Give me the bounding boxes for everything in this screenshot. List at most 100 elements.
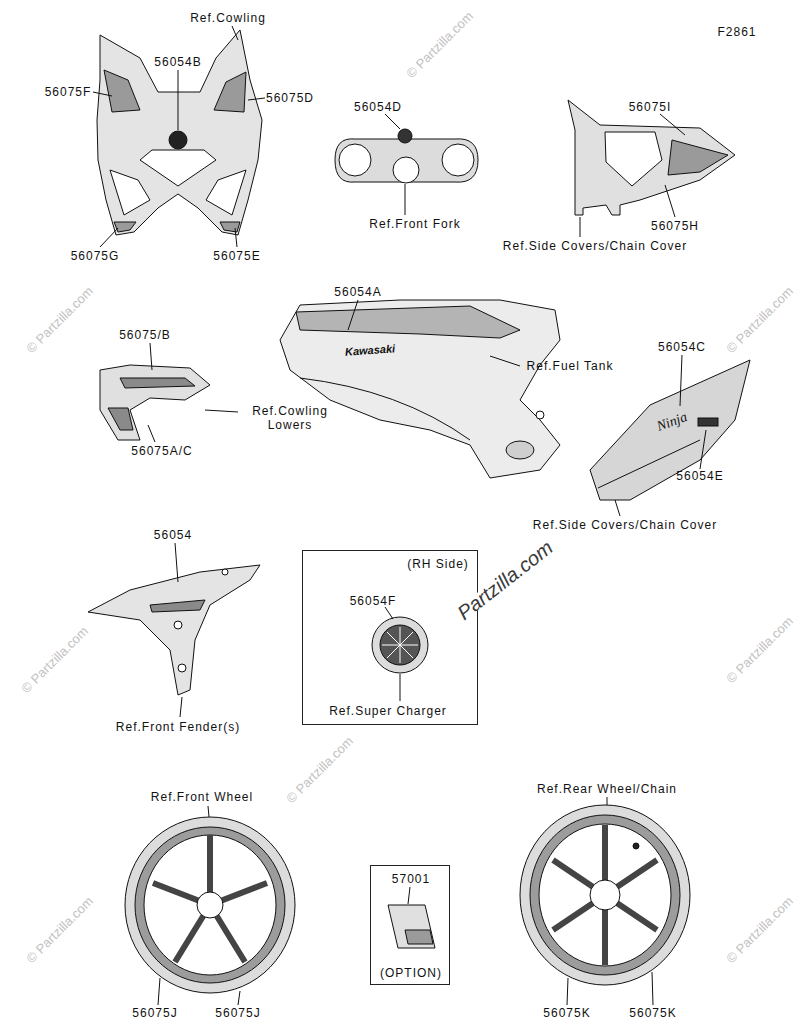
rear-rim: [539, 824, 671, 966]
callout-number: 56075I: [629, 100, 672, 114]
front-tyre: [125, 817, 295, 993]
leader-line: [208, 806, 209, 817]
watermark: © Partzilla.com: [404, 9, 476, 81]
cowling-intake: [110, 170, 150, 215]
valve-stem: [633, 843, 639, 849]
reference-label: Ref.Side Covers/Chain Cover: [533, 518, 717, 532]
option-box: 57001 (OPTION): [370, 865, 450, 985]
leader-line: [205, 410, 238, 412]
fender-bolt: [222, 569, 228, 575]
reference-label: Ref.Front Wheel: [151, 790, 253, 804]
reference-label: Ref.Side Covers/Chain Cover: [503, 239, 687, 253]
leader-line: [490, 356, 520, 366]
callout-number: 56054A: [334, 285, 381, 299]
front-rim-stripe: [135, 827, 285, 983]
cowling-decal: [220, 222, 240, 232]
tail-cowl: [568, 100, 735, 215]
cowling-outline: [97, 30, 262, 235]
cowling-decal: [114, 222, 136, 232]
rear-spokes: [553, 825, 657, 965]
leader-line: [232, 26, 238, 40]
cowling-lower: [100, 365, 210, 440]
leader-line: [652, 972, 653, 1005]
callout-number: 57001: [392, 872, 430, 886]
front-rim: [144, 835, 276, 975]
leader-line: [100, 228, 118, 247]
callout-number: 56075H: [651, 219, 699, 233]
box-label: Ref.Super Charger: [329, 704, 447, 718]
callout-number: 56075G: [71, 249, 120, 263]
fork-tube: [339, 144, 371, 176]
front-fender: [88, 565, 260, 695]
callout-number: 56075J: [215, 1006, 260, 1020]
logo-decal: [698, 418, 718, 426]
callout-number: 56054E: [676, 469, 723, 483]
leader-line: [408, 887, 410, 904]
watermark: © Partzilla.com: [284, 734, 356, 806]
fork-clamp: [335, 139, 478, 182]
fork-tube: [442, 144, 474, 176]
reference-label: Ref.Rear Wheel/Chain: [537, 782, 677, 796]
callout-number: 56075A/C: [131, 444, 192, 458]
supercharger-emblem: [380, 625, 420, 665]
leader-line: [235, 228, 237, 247]
callout-number: 56054F: [350, 594, 397, 608]
box-label: (RH Side): [407, 557, 469, 571]
rear-rim-stripe: [530, 815, 680, 975]
watermark: © Partzilla.com: [724, 614, 796, 686]
tail-light-opening: [605, 132, 662, 186]
watermark: © Partzilla.com: [19, 624, 91, 696]
cowling-decal: [214, 72, 246, 112]
callout-number: 56075/B: [119, 328, 171, 342]
tank-decal: [296, 306, 520, 338]
callout-number: 56075K: [543, 1006, 590, 1020]
watermark: © Partzilla.com: [24, 894, 96, 966]
steering-stem: [393, 157, 419, 183]
callout-number: 56075K: [629, 1006, 676, 1020]
callout-number: 56054C: [658, 340, 706, 354]
callout-number: 56054: [154, 528, 192, 542]
leader-line: [175, 543, 178, 582]
leader-line: [150, 343, 152, 370]
cowling-decal: [104, 70, 140, 112]
tank-bolt: [536, 411, 544, 419]
leader-line: [385, 114, 400, 129]
callout-number: 56075D: [266, 91, 314, 105]
reference-label: Ref.Cowling Lowers: [243, 404, 338, 432]
fender-bolt: [174, 621, 182, 629]
reference-label: Ref.Front Fork: [369, 217, 460, 231]
callout-number: 56075F: [45, 85, 92, 99]
decal-sheet-fold: [405, 930, 433, 944]
leader-line: [580, 217, 581, 237]
leader-line: [567, 978, 568, 1005]
front-spokes: [153, 835, 267, 962]
leader-line: [248, 98, 265, 100]
leader-line: [158, 978, 160, 1005]
lower-decal: [108, 408, 133, 430]
leader-line: [93, 92, 112, 96]
fuel-tank: [280, 300, 560, 478]
leader-line: [385, 607, 393, 619]
rear-hub: [590, 880, 620, 910]
reference-label: Ref.Cowling: [190, 11, 266, 25]
leader-line: [607, 797, 608, 805]
rear-tyre: [520, 805, 690, 985]
watermark: © Partzilla.com: [724, 284, 796, 356]
side-cover: [590, 360, 750, 500]
emblem-decal: [169, 131, 187, 149]
callout-number: 56054D: [354, 100, 402, 114]
watermark: © Partzilla.com: [24, 284, 96, 356]
callout-number: 56075E: [213, 249, 260, 263]
front-hub: [197, 892, 223, 918]
callout-number: 56075J: [132, 1006, 177, 1020]
option-box: (RH Side) 56054F Ref.Super Charger: [302, 550, 478, 725]
decal-sheet: [388, 905, 435, 948]
box-label: (OPTION): [380, 966, 442, 980]
leader-line: [680, 355, 682, 406]
supercharger-emblem: [372, 617, 428, 673]
leader-line: [238, 991, 240, 1005]
cowling-headlight: [140, 150, 216, 186]
